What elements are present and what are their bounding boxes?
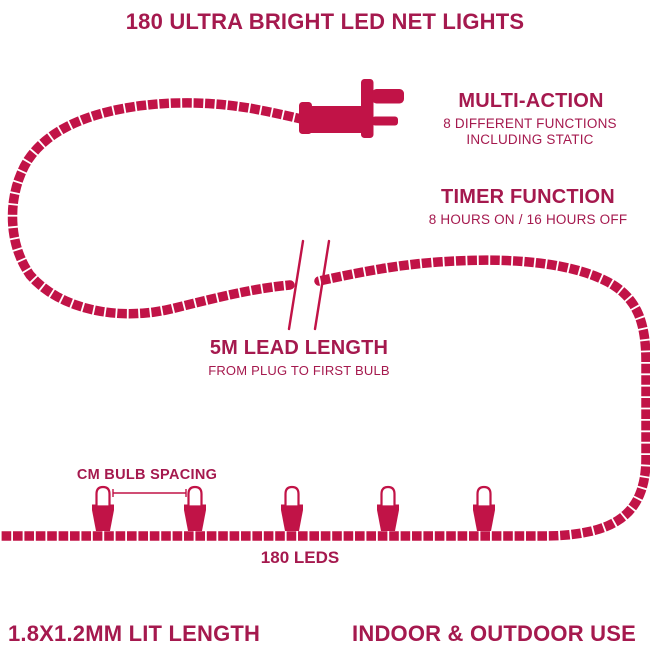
uk-mains-plug-icon	[299, 79, 404, 138]
multi-action-line2: INCLUDING STATIC	[466, 132, 594, 147]
lead-length-line1: FROM PLUG TO FIRST BULB	[208, 363, 390, 378]
timer-function-line1: 8 HOURS ON / 16 HOURS OFF	[428, 212, 628, 227]
lead-length-heading: 5M LEAD LENGTH	[209, 337, 389, 359]
bulb-spacing-label: CM BULB SPACING	[76, 467, 218, 483]
multi-action-line1: 8 DIFFERENT FUNCTIONS	[443, 116, 617, 131]
led-count-label: 180 LEDS	[260, 548, 340, 567]
page-title: 180 ULTRA BRIGHT LED NET LIGHTS	[125, 9, 525, 34]
led-bulb-icon	[184, 485, 206, 531]
led-bulb-icon	[473, 485, 495, 531]
cable-break-marks-icon	[287, 239, 331, 331]
led-bulb-icon	[281, 485, 303, 531]
lit-length-label: 1.8X1.2MM LIT LENGTH	[8, 621, 261, 646]
spacing-dimension-line	[112, 489, 187, 497]
led-bulb-icon	[377, 485, 399, 531]
net-cable-icon	[0, 254, 650, 542]
multi-action-heading: MULTI-ACTION	[458, 90, 604, 112]
led-bulb-icon	[92, 485, 114, 531]
timer-function-heading: TIMER FUNCTION	[441, 186, 615, 208]
lead-cable-icon	[6, 96, 311, 320]
usage-label: INDOOR & OUTDOOR USE	[352, 621, 636, 646]
